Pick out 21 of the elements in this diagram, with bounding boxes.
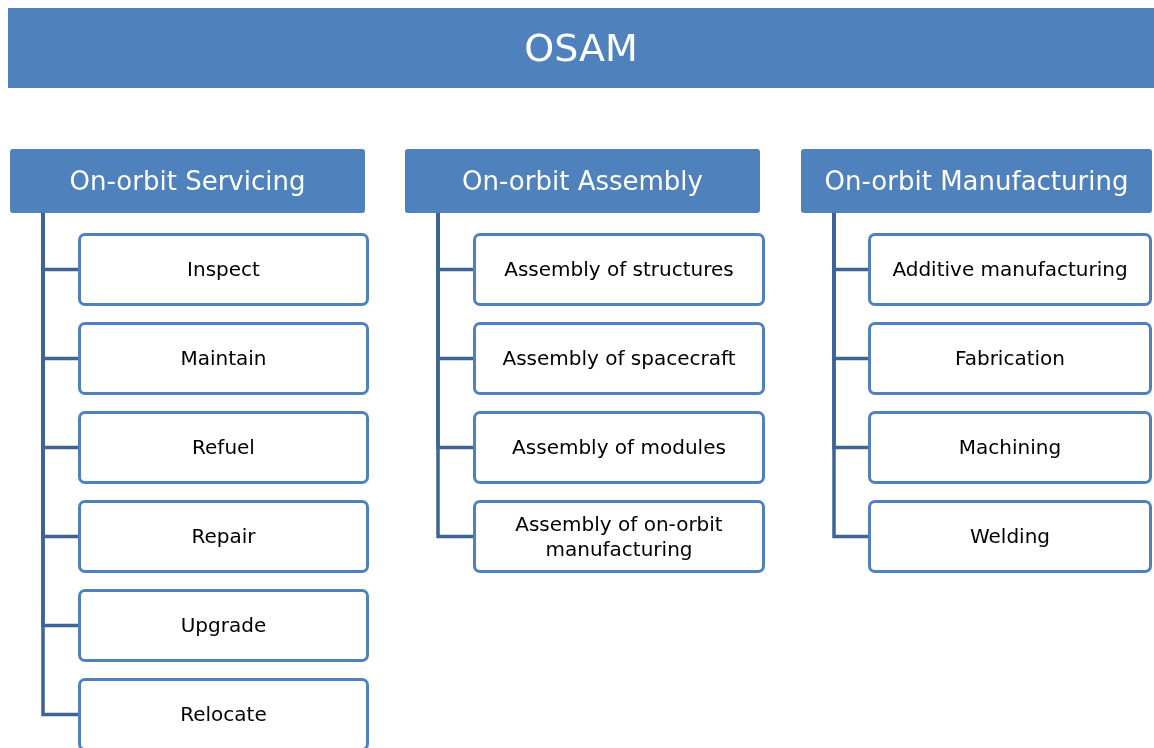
item-box: Maintain bbox=[78, 322, 369, 395]
connector-line bbox=[41, 213, 78, 717]
category-header: On-orbit Assembly bbox=[405, 149, 760, 213]
title-banner: OSAM bbox=[8, 8, 1154, 88]
item-box: Relocate bbox=[78, 678, 369, 748]
category-header: On-orbit Manufacturing bbox=[801, 149, 1152, 213]
item-box: Assembly of structures bbox=[473, 233, 765, 306]
item-box: Repair bbox=[78, 500, 369, 573]
item-box: Additive manufacturing bbox=[868, 233, 1152, 306]
item-box: Assembly of spacecraft bbox=[473, 322, 765, 395]
item-box: Upgrade bbox=[78, 589, 369, 662]
item-box: Refuel bbox=[78, 411, 369, 484]
item-box: Assembly of modules bbox=[473, 411, 765, 484]
connector-line bbox=[832, 213, 868, 539]
connector-line bbox=[436, 213, 473, 539]
category-header: On-orbit Servicing bbox=[10, 149, 365, 213]
item-box: Assembly of on-orbit manufacturing bbox=[473, 500, 765, 573]
item-box: Welding bbox=[868, 500, 1152, 573]
item-box: Inspect bbox=[78, 233, 369, 306]
item-box: Fabrication bbox=[868, 322, 1152, 395]
item-box: Machining bbox=[868, 411, 1152, 484]
